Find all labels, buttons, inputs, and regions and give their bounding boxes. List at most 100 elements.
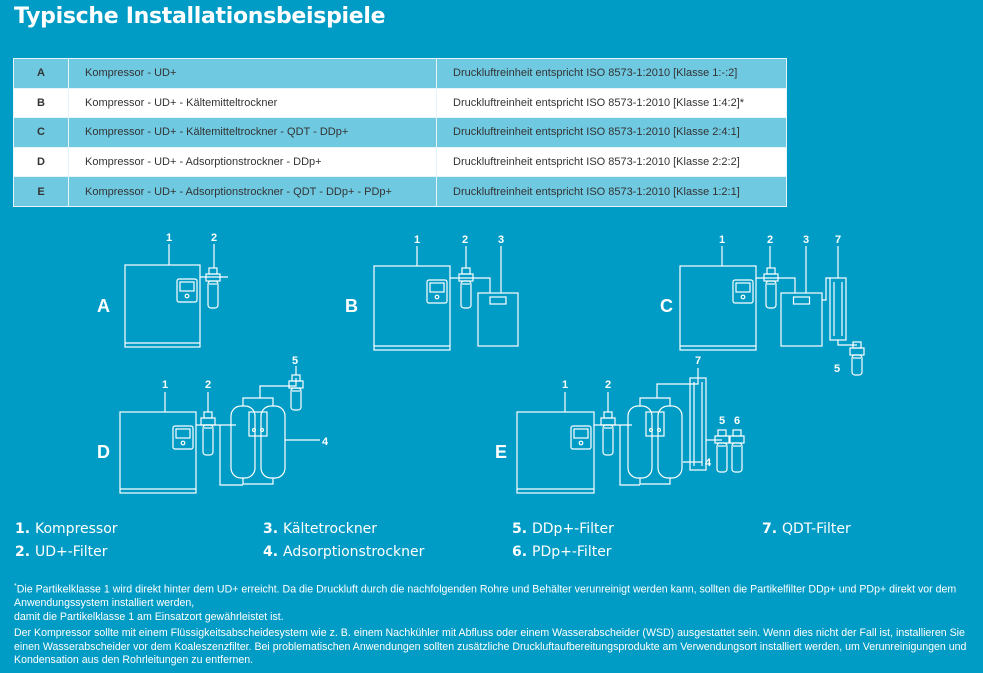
callout: 1 [719, 234, 725, 246]
row-config: Kompressor - UD+ - Adsorptionstrockner -… [68, 146, 437, 178]
callout: 1 [162, 379, 168, 391]
legend-num: 7. [762, 521, 778, 537]
control-display [735, 282, 751, 293]
filter-head [603, 411, 613, 419]
installation-diagrams: A B C D E 1 2 1 2 3 1 2 3 7 5 1 2 5 4 1 … [97, 232, 865, 494]
filter-head [203, 411, 213, 419]
callout: 7 [695, 355, 701, 367]
pipe-line [242, 478, 274, 485]
row-key: E [13, 176, 69, 207]
pipe-line [619, 425, 640, 486]
callout: 3 [803, 234, 809, 246]
filter-head [717, 429, 727, 437]
control-knob [180, 440, 186, 446]
control-knob [184, 293, 190, 299]
pipe-line [639, 478, 671, 485]
compressor-shape [373, 265, 451, 351]
control-display [175, 428, 191, 439]
callout: 1 [414, 234, 420, 246]
row-purity: Druckluftreinheit entspricht ISO 8573-1:… [436, 117, 787, 148]
filter-head [766, 267, 776, 275]
row-config: Kompressor - UD+ - Kältemitteltrockner -… [68, 117, 437, 148]
callout: 6 [734, 415, 740, 427]
row-config: Kompressor - UD+ - Kältemitteltrockner [68, 87, 437, 119]
adsorber-vessel [260, 405, 286, 479]
callout: 5 [719, 415, 725, 427]
diagram-letter-d: D [97, 442, 110, 462]
legend-num: 5. [512, 521, 528, 537]
dryer-shape [477, 292, 519, 347]
row-key: B [13, 87, 69, 119]
pipe-line [837, 340, 857, 346]
dryer-display [489, 296, 507, 305]
pipe-line [450, 277, 491, 293]
control-panel [732, 279, 754, 304]
page-title: Typische Installationsbeispiele [14, 4, 386, 29]
callout: 1 [166, 232, 172, 244]
filter-bowl [202, 424, 214, 456]
legend-label: PDp+-Filter [532, 544, 612, 560]
adsorber-vessel [230, 405, 256, 479]
adsorber-vessel [627, 405, 653, 479]
row-config: Kompressor - UD+ [68, 58, 437, 89]
control-panel [172, 425, 194, 450]
filter-bowl [851, 354, 863, 376]
control-panel [426, 279, 448, 304]
adsorber-panel [248, 411, 268, 437]
filter-bowl [716, 442, 728, 473]
adsorber-knob [259, 427, 265, 433]
filter-bowl [207, 280, 219, 309]
control-knob [578, 440, 584, 446]
callout: 1 [562, 379, 568, 391]
pipe-line [822, 277, 830, 301]
adsorber-panel [645, 411, 665, 437]
legend-item-6: 6.PDp+-Filter [512, 544, 612, 560]
footnote-text-2: damit die Partikelklasse 1 am Einsatzort… [14, 610, 284, 623]
qdt-filter [689, 377, 707, 471]
diagram-letter-c: C [660, 296, 673, 316]
legend-label: DDp+-Filter [532, 521, 614, 537]
filter-body [200, 417, 216, 426]
callout: 4 [322, 436, 329, 448]
diagram-letter-b: B [345, 296, 358, 316]
legend-item-2: 2.UD+-Filter [15, 544, 107, 560]
callout: 2 [767, 234, 773, 246]
filter-body [600, 417, 616, 426]
pipe-line [242, 397, 274, 406]
compressor-shape [679, 265, 757, 351]
callout: 7 [835, 234, 841, 246]
control-knob [740, 294, 746, 300]
legend-label: QDT-Filter [782, 521, 851, 537]
row-purity: Druckluftreinheit entspricht ISO 8573-1:… [436, 146, 787, 178]
compressor-shape [124, 264, 201, 348]
legend-num: 1. [15, 521, 31, 537]
diagram-letter-e: E [495, 442, 507, 462]
legend-item-1: 1.Kompressor [15, 521, 118, 537]
filter-bowl [602, 424, 614, 456]
control-knob [434, 294, 440, 300]
filter-head [732, 429, 742, 437]
pipe-line [639, 397, 671, 406]
control-display [429, 282, 445, 293]
callout: 2 [605, 379, 611, 391]
pipe-line [656, 378, 699, 398]
filter-head [208, 267, 218, 275]
filter-bowl [731, 442, 743, 473]
callout: 2 [211, 232, 217, 244]
footnote: *Die Partikelklasse 1 wird direkt hinter… [14, 580, 979, 624]
callout: 5 [292, 355, 298, 367]
callout: 2 [462, 234, 468, 246]
adsorber-vessel [657, 405, 683, 479]
legend-num: 2. [15, 544, 31, 560]
compressor-shape [119, 411, 197, 494]
callout: 3 [498, 234, 504, 246]
diagram-letter-a: A [97, 296, 110, 316]
footnote-text: Die Partikelklasse 1 wird direkt hinter … [14, 583, 957, 610]
legend-label: Kältetrockner [283, 521, 378, 537]
control-panel [176, 278, 198, 303]
control-display [573, 428, 589, 439]
callout: 4 [705, 457, 712, 469]
pipe-line [756, 277, 796, 293]
